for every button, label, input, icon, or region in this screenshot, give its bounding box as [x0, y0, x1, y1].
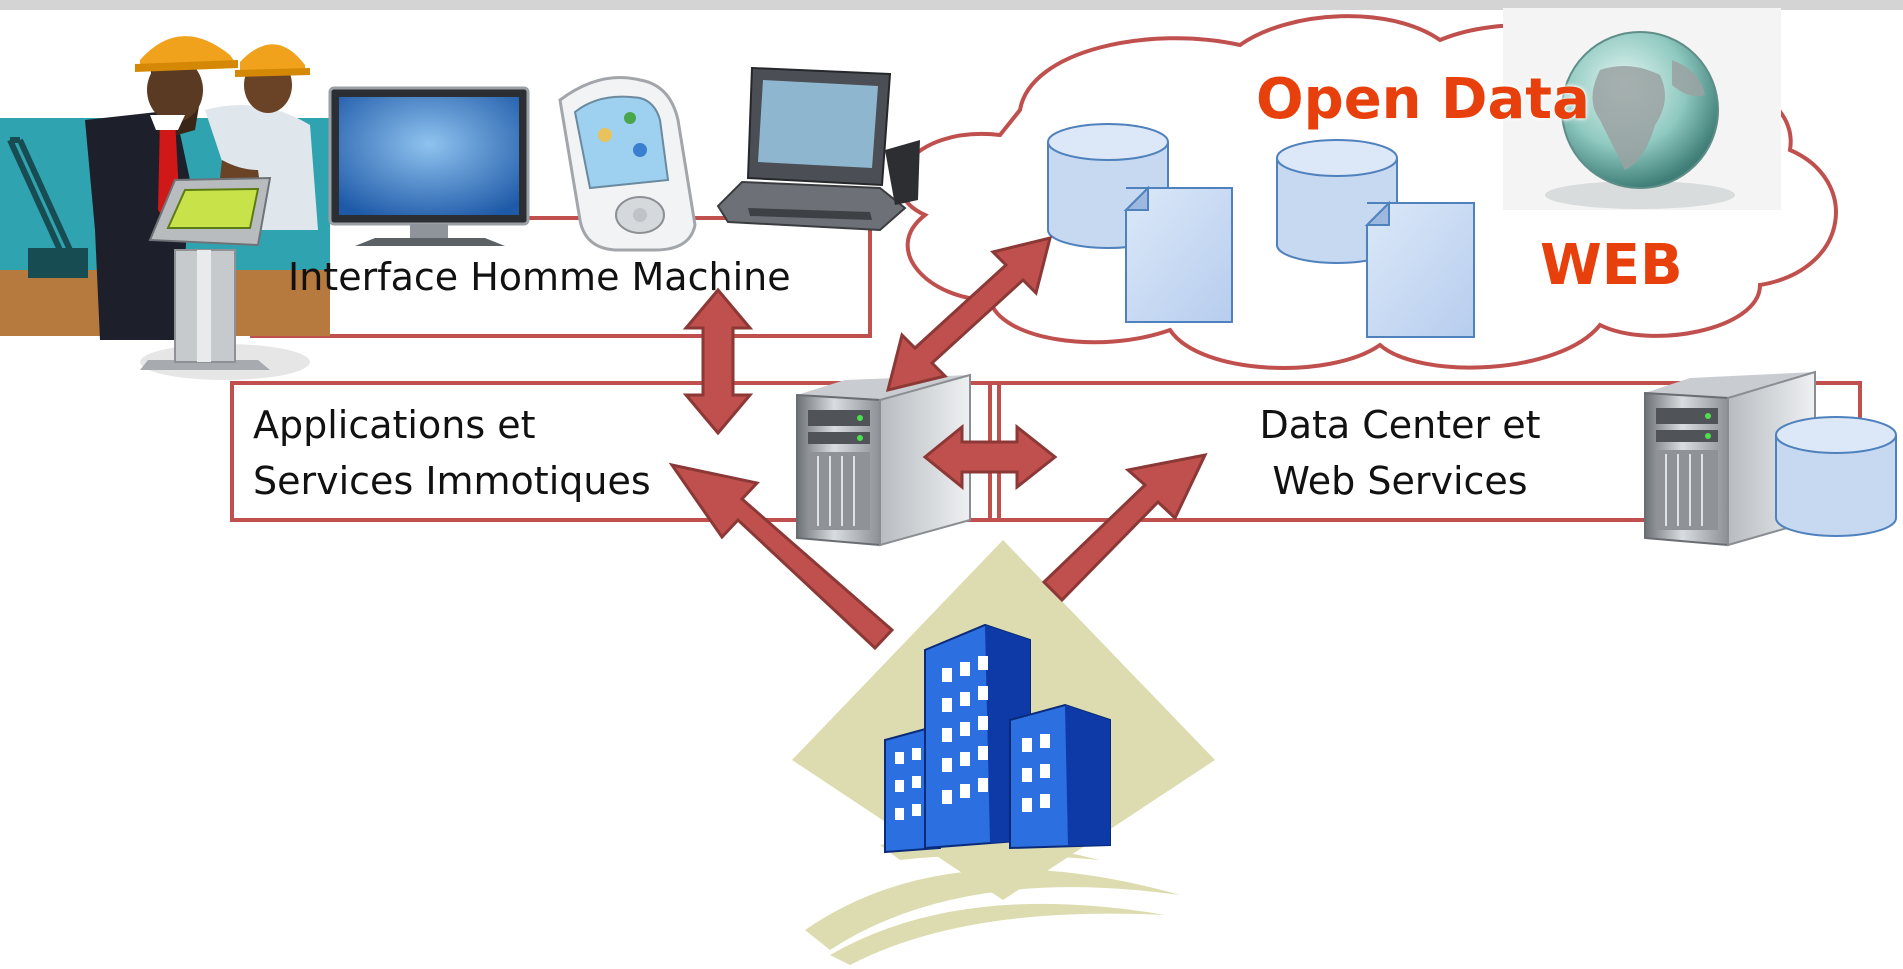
arrow-server-datacenter: [922, 423, 1058, 491]
datacenter-label-line1: Data Center et: [1259, 403, 1541, 447]
hmi-box: [250, 216, 872, 338]
apps-label-line1: Applications et: [253, 403, 536, 447]
open-data-label: Open Data: [1256, 67, 1590, 132]
pda-phone-icon: [558, 76, 697, 252]
workers-icon: [85, 36, 318, 340]
arrow-building-datacenter: [1041, 452, 1208, 603]
server-icon: [1644, 370, 1816, 547]
arrow-server-cloud: [885, 235, 1053, 393]
apps-label-line2: Services Immotiques: [253, 459, 651, 503]
monitor-icon: [328, 86, 530, 246]
building-icon: [792, 540, 1215, 965]
datacenter-label-line2: Web Services: [1272, 459, 1528, 503]
document-icon: [1123, 185, 1233, 323]
database-icon: [1775, 416, 1897, 537]
arrow-building-apps: [668, 462, 895, 651]
top-border-strip: [0, 0, 1903, 10]
arrow-apps-hmi: [682, 287, 754, 436]
document-icon: [1364, 200, 1475, 338]
laptop-icon: [716, 66, 920, 232]
web-label: WEB: [1540, 233, 1683, 298]
hmi-label: Interface Homme Machine: [288, 255, 791, 299]
globe-icon: [1503, 8, 1781, 210]
server-icon: [796, 373, 971, 547]
kiosk-terminal-icon: [140, 176, 310, 380]
